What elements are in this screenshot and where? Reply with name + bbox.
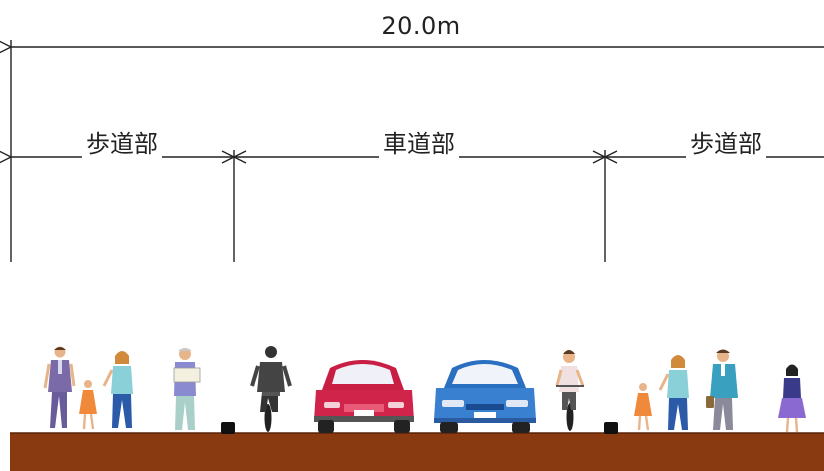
pedestrian-child-icon: [634, 383, 652, 431]
red-car-icon: [314, 360, 414, 433]
cyclist-front-view-icon: [555, 350, 585, 431]
pedestrian-elderly-man-reading-icon: [173, 348, 201, 430]
sidewalk-left-label: 歩道部: [82, 124, 162, 159]
ground-strip: [10, 433, 824, 471]
pedestrian-child-icon: [79, 380, 97, 430]
cyclist-rear-view-icon: [250, 346, 292, 432]
pedestrian-woman-icon: [102, 351, 133, 428]
sidewalk-right-label: 歩道部: [686, 124, 766, 159]
pedestrian-man-icon: [43, 346, 76, 428]
pedestrian-girl-icon: [778, 364, 806, 433]
pedestrian-man-with-bag-icon: [706, 349, 738, 430]
blue-car-icon: [434, 360, 536, 433]
curb-right: [604, 422, 618, 434]
curb-left: [221, 422, 235, 434]
roadway-label: 車道部: [379, 124, 459, 159]
total-width-label: 20.0m: [377, 12, 465, 40]
pedestrian-woman-icon: [658, 355, 689, 430]
